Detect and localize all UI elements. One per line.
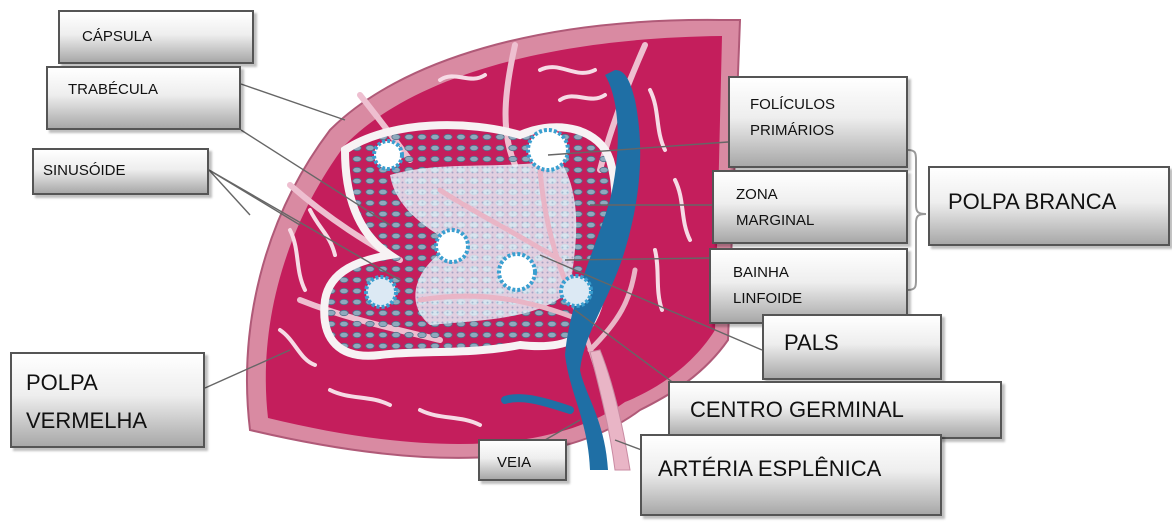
label-veia: VEIA bbox=[478, 439, 567, 481]
polpa-branca-brace bbox=[908, 150, 926, 290]
label-pals: PALS bbox=[762, 314, 942, 380]
label-arteria-esplenica: ARTÉRIA ESPLÊNICA bbox=[640, 434, 942, 516]
label-trabecula: TRABÉCULA bbox=[46, 66, 241, 130]
label-bainha-linfoide: BAINHA LINFOIDE bbox=[709, 248, 908, 324]
label-centro-germinal: CENTRO GERMINAL bbox=[668, 381, 1002, 439]
label-sinusoide: SINUSÓIDE bbox=[32, 148, 209, 195]
label-capsula: CÁPSULA bbox=[58, 10, 254, 64]
label-foliculos-primarios: FOLÍCULOS PRIMÁRIOS bbox=[728, 76, 908, 168]
label-zona-marginal: ZONA MARGINAL bbox=[712, 170, 908, 244]
label-polpa-vermelha: POLPA VERMELHA bbox=[10, 352, 205, 448]
label-polpa-branca: POLPA BRANCA bbox=[928, 166, 1170, 246]
